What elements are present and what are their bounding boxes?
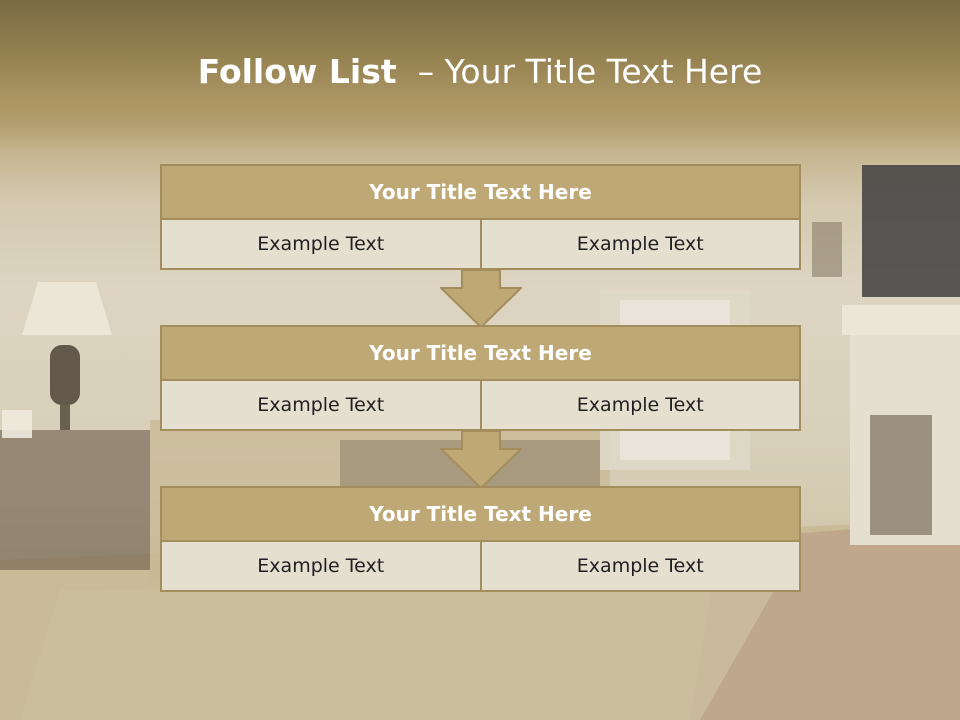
block-row: Example Text Example Text xyxy=(160,381,801,431)
list-block: Your Title Text Here Example Text Exampl… xyxy=(160,164,801,270)
block-cell-left[interactable]: Example Text xyxy=(160,542,482,592)
block-cell-right[interactable]: Example Text xyxy=(481,381,801,431)
down-arrow-icon xyxy=(440,431,522,489)
block-cell-left[interactable]: Example Text xyxy=(160,220,482,270)
slide-title-rest: – Your Title Text Here xyxy=(417,52,763,91)
slide-title: Follow List – Your Title Text Here xyxy=(0,52,960,91)
block-cell-right[interactable]: Example Text xyxy=(481,542,801,592)
block-title[interactable]: Your Title Text Here xyxy=(160,325,801,381)
down-arrow-icon xyxy=(440,270,522,328)
list-block: Your Title Text Here Example Text Exampl… xyxy=(160,486,801,592)
block-row: Example Text Example Text xyxy=(160,220,801,270)
block-row: Example Text Example Text xyxy=(160,542,801,592)
block-title[interactable]: Your Title Text Here xyxy=(160,486,801,542)
block-cell-right[interactable]: Example Text xyxy=(481,220,801,270)
block-title[interactable]: Your Title Text Here xyxy=(160,164,801,220)
list-block: Your Title Text Here Example Text Exampl… xyxy=(160,325,801,431)
title-band xyxy=(0,0,960,150)
block-cell-left[interactable]: Example Text xyxy=(160,381,482,431)
slide-title-bold: Follow List xyxy=(197,52,397,91)
